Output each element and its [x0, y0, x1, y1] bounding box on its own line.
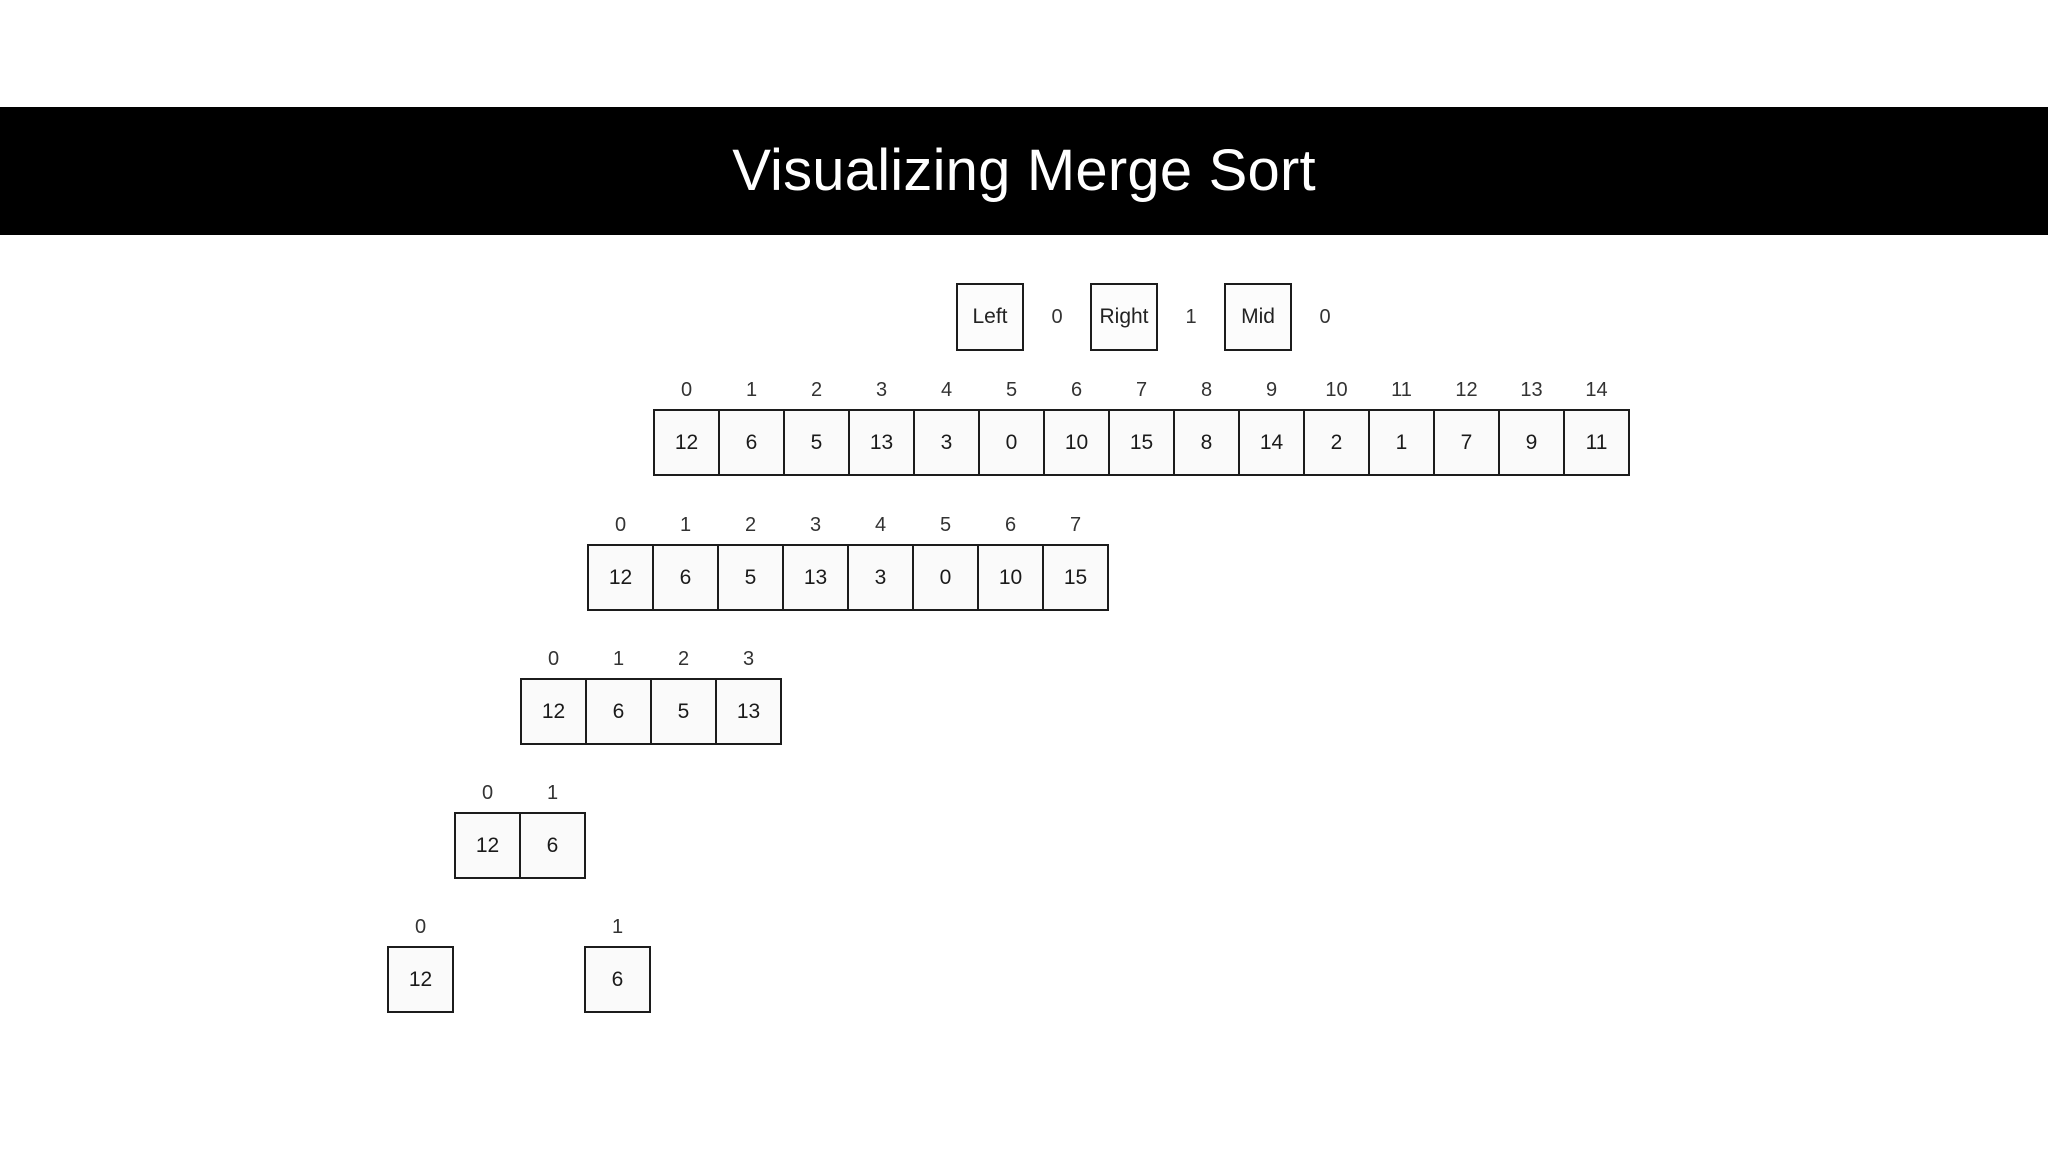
array-cell[interactable]: 6	[718, 409, 785, 476]
array-cell[interactable]: 12	[454, 812, 521, 879]
array-cell[interactable]: 13	[715, 678, 782, 745]
right-value: 1	[1185, 305, 1197, 328]
index-label: 1	[679, 514, 692, 536]
array-cell[interactable]: 6	[585, 678, 652, 745]
array-cell[interactable]: 3	[913, 409, 980, 476]
index-label: 1	[546, 782, 559, 804]
array-cell[interactable]: 15	[1108, 409, 1175, 476]
array-cells: 12 6	[387, 946, 651, 1013]
array-cell[interactable]: 14	[1238, 409, 1305, 476]
index-label: 3	[875, 379, 888, 401]
array-cell[interactable]: 12	[387, 946, 454, 1013]
index-label: 0	[414, 916, 427, 938]
array-cell[interactable]: 10	[1043, 409, 1110, 476]
control-group-right: Right 1	[1090, 283, 1224, 351]
array-cell[interactable]: 13	[848, 409, 915, 476]
array-cell[interactable]: 0	[978, 409, 1045, 476]
array-cell[interactable]: 12	[587, 544, 654, 611]
array-cell[interactable]: 5	[650, 678, 717, 745]
index-label: 2	[677, 648, 690, 670]
right-label-box: Right	[1090, 283, 1158, 351]
array-cell[interactable]: 2	[1303, 409, 1370, 476]
index-label: 7	[1135, 379, 1148, 401]
index-label: 10	[1325, 379, 1348, 401]
index-label: 6	[1004, 514, 1017, 536]
merge-sort-controls: Left 0 Right 1 Mid 0	[956, 283, 1358, 351]
index-label: 13	[1520, 379, 1543, 401]
index-label: 1	[612, 648, 625, 670]
index-label: 4	[874, 514, 887, 536]
array-cell[interactable]: 9	[1498, 409, 1565, 476]
index-label: 6	[1070, 379, 1083, 401]
index-label: 8	[1200, 379, 1213, 401]
index-label: 3	[742, 648, 755, 670]
index-label: 4	[940, 379, 953, 401]
control-group-mid: Mid 0	[1224, 283, 1358, 351]
array-cell[interactable]: 6	[584, 946, 651, 1013]
index-label: 2	[810, 379, 823, 401]
mid-label-box: Mid	[1224, 283, 1292, 351]
index-strip: 0 1 2 3 4 5 6 7	[587, 514, 1109, 544]
page-title-banner: Visualizing Merge Sort	[0, 107, 2048, 235]
index-label: 12	[1455, 379, 1478, 401]
array-cell[interactable]: 13	[782, 544, 849, 611]
array-cell[interactable]: 12	[653, 409, 720, 476]
array-cell[interactable]: 1	[1368, 409, 1435, 476]
index-label: 7	[1069, 514, 1082, 536]
index-label: 2	[744, 514, 757, 536]
array-cell[interactable]: 11	[1563, 409, 1630, 476]
array-cell[interactable]: 0	[912, 544, 979, 611]
index-label: 0	[680, 379, 693, 401]
array-cell[interactable]: 15	[1042, 544, 1109, 611]
page-title: Visualizing Merge Sort	[732, 138, 1316, 203]
array-cell[interactable]: 3	[847, 544, 914, 611]
index-label: 1	[611, 916, 624, 938]
array-cell[interactable]: 5	[783, 409, 850, 476]
index-label: 11	[1391, 379, 1412, 401]
array-cell[interactable]: 7	[1433, 409, 1500, 476]
left-label-box: Left	[956, 283, 1024, 351]
index-label: 5	[939, 514, 952, 536]
array-cell[interactable]: 5	[717, 544, 784, 611]
index-label: 5	[1005, 379, 1018, 401]
mid-value: 0	[1319, 305, 1331, 328]
array-cell[interactable]: 10	[977, 544, 1044, 611]
array-cell[interactable]: 12	[520, 678, 587, 745]
index-label: 0	[481, 782, 494, 804]
array-cell[interactable]: 6	[519, 812, 586, 879]
index-strip: 0 1 2 3	[520, 648, 782, 678]
index-label: 1	[745, 379, 758, 401]
index-label: 0	[547, 648, 560, 670]
index-label: 0	[614, 514, 627, 536]
array-cell[interactable]: 6	[652, 544, 719, 611]
array-cell[interactable]: 8	[1173, 409, 1240, 476]
control-group-left: Left 0	[956, 283, 1090, 351]
index-label: 9	[1265, 379, 1278, 401]
left-value: 0	[1051, 305, 1063, 328]
index-label: 14	[1585, 379, 1608, 401]
index-label: 3	[809, 514, 822, 536]
